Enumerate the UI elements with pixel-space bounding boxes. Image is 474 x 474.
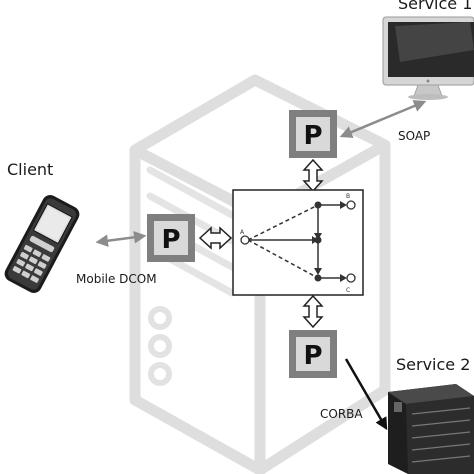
corba-label: CORBA (320, 407, 363, 421)
workflow-node-a-label: A (240, 229, 245, 236)
soap-label: SOAP (398, 129, 431, 143)
double-arrow-bottom (302, 294, 324, 329)
workflow-node-b (346, 200, 356, 210)
proxy-letter-top: P (303, 121, 322, 151)
service2-label: Service 2 (396, 355, 471, 374)
client-label: Client (7, 160, 54, 179)
workflow-node-a (240, 235, 250, 245)
service1-label: Service 1 (398, 0, 473, 13)
workflow-node-c-label: C (346, 287, 350, 294)
mobile-dcom-label: Mobile DCOM (76, 272, 157, 286)
proxy-letter-bottom: P (303, 341, 322, 371)
soap-connection-arrow (339, 100, 427, 138)
proxy-box-left: P (147, 214, 195, 262)
dcom-connection-arrow (95, 231, 147, 247)
corba-connection-arrow (344, 358, 388, 431)
proxy-letter-left: P (161, 225, 180, 255)
proxy-box-top: P (289, 110, 337, 158)
proxy-box-bottom: P (289, 330, 337, 378)
workflow-node-b-label: B (346, 193, 350, 200)
workflow-node-c (346, 273, 356, 283)
double-arrow-left (198, 226, 233, 250)
